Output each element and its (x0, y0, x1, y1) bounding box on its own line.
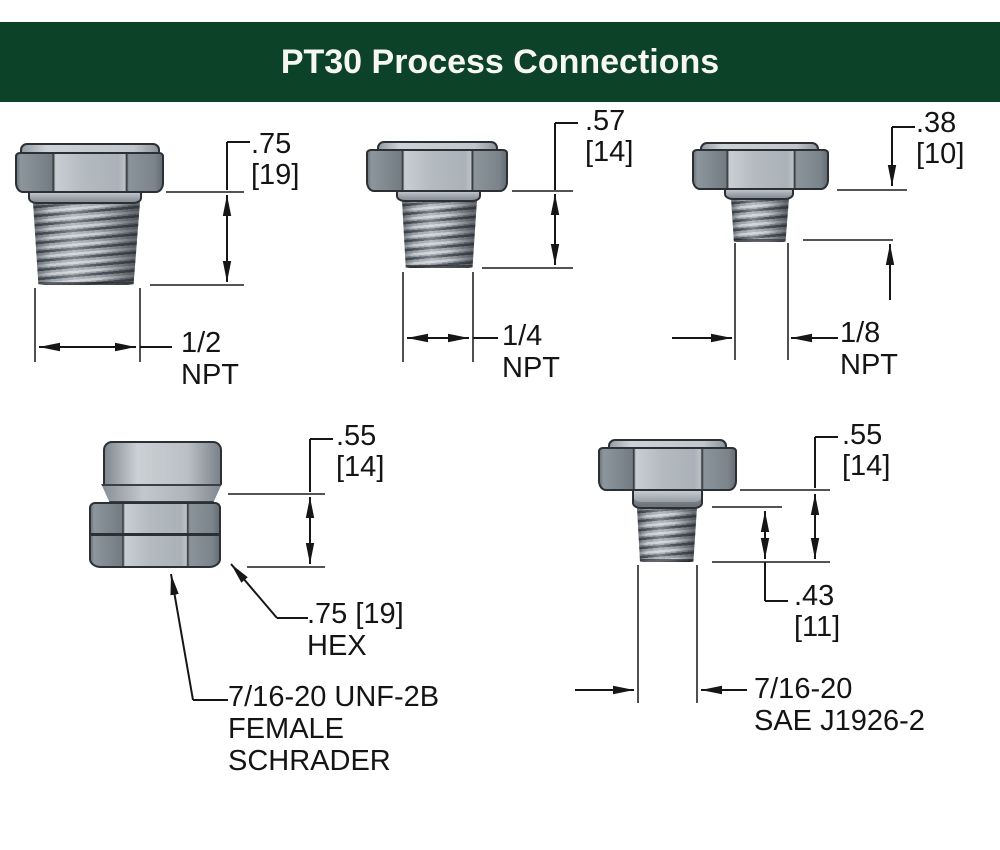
dim-label-thread-length-sae: .43 [11] (794, 581, 840, 643)
fitting-npt14-hex (366, 149, 508, 192)
dim-label-height-sae: .55 [14] (842, 420, 890, 482)
dim-value-mm: [19] (251, 159, 300, 191)
fitting-npt18-threads (731, 198, 789, 242)
thread-gender: FEMALE (228, 713, 345, 745)
dim-value-mm: [14] (842, 450, 891, 482)
thread-size: 1/8 (840, 317, 881, 349)
dim-label-height-npt12: .75 [19] (251, 129, 299, 191)
hex-word: HEX (307, 630, 367, 662)
dim-value-mm: [14] (336, 451, 385, 483)
dim-value-inches: .43 (794, 580, 835, 612)
thread-standard: SAE J1926-2 (754, 705, 925, 737)
fitting-schrader-body (103, 441, 222, 485)
fitting-npt18-collar (724, 188, 794, 200)
fitting-npt14-threads (402, 200, 477, 268)
dim-value-mm: [11] (794, 611, 841, 643)
dim-value-mm: [14] (585, 136, 634, 168)
page-title: PT30 Process Connections (280, 42, 720, 81)
fitting-schrader-hex-lower (89, 534, 221, 568)
fitting-schrader-hex-upper (89, 502, 221, 535)
dim-value-mm: [10] (916, 138, 965, 170)
title-bar: PT30 Process Connections (0, 22, 1000, 102)
thread-label-npt14: 1/4 NPT (502, 320, 560, 384)
fitting-sae-shoulder (632, 489, 703, 509)
dim-value-inches: .55 (842, 419, 883, 451)
dim-label-height-schrader: .55 [14] (336, 421, 384, 483)
thread-standard: NPT (181, 359, 239, 391)
thread-size: 1/4 (502, 320, 543, 352)
thread-standard: NPT (840, 349, 898, 381)
fitting-npt12-threads (33, 202, 140, 285)
hex-size: .75 [19] (307, 598, 404, 630)
thread-spec: 7/16-20 (754, 673, 853, 705)
thread-label-npt12: 1/2 NPT (181, 327, 239, 391)
dim-value-inches: .75 (251, 128, 292, 160)
dim-value-inches: .55 (336, 420, 377, 452)
fitting-npt18-hex (692, 149, 829, 190)
fitting-npt12-collar (28, 191, 142, 204)
thread-spec: 7/16-20 UNF-2B (228, 681, 440, 713)
hex-label-schrader: .75 [19] HEX (307, 598, 404, 662)
fitting-sae-threads (637, 507, 697, 562)
thread-size: 1/2 (181, 327, 222, 359)
thread-label-sae: 7/16-20 SAE J1926-2 (754, 673, 925, 737)
fitting-npt12-hex (15, 152, 164, 193)
dim-label-height-npt18: .38 [10] (916, 108, 964, 170)
dim-label-height-npt14: .57 [14] (585, 106, 633, 168)
thread-standard: NPT (502, 352, 560, 384)
fitting-npt14-collar (396, 190, 481, 202)
thread-type: SCHRADER (228, 745, 391, 777)
dim-value-inches: .38 (916, 107, 957, 139)
dim-value-inches: .57 (585, 105, 626, 137)
fitting-schrader-shoulder (101, 484, 222, 503)
thread-label-schrader: 7/16-20 UNF-2B FEMALE SCHRADER (228, 681, 439, 777)
fitting-sae-hex (598, 447, 737, 491)
thread-label-npt18: 1/8 NPT (840, 317, 898, 381)
